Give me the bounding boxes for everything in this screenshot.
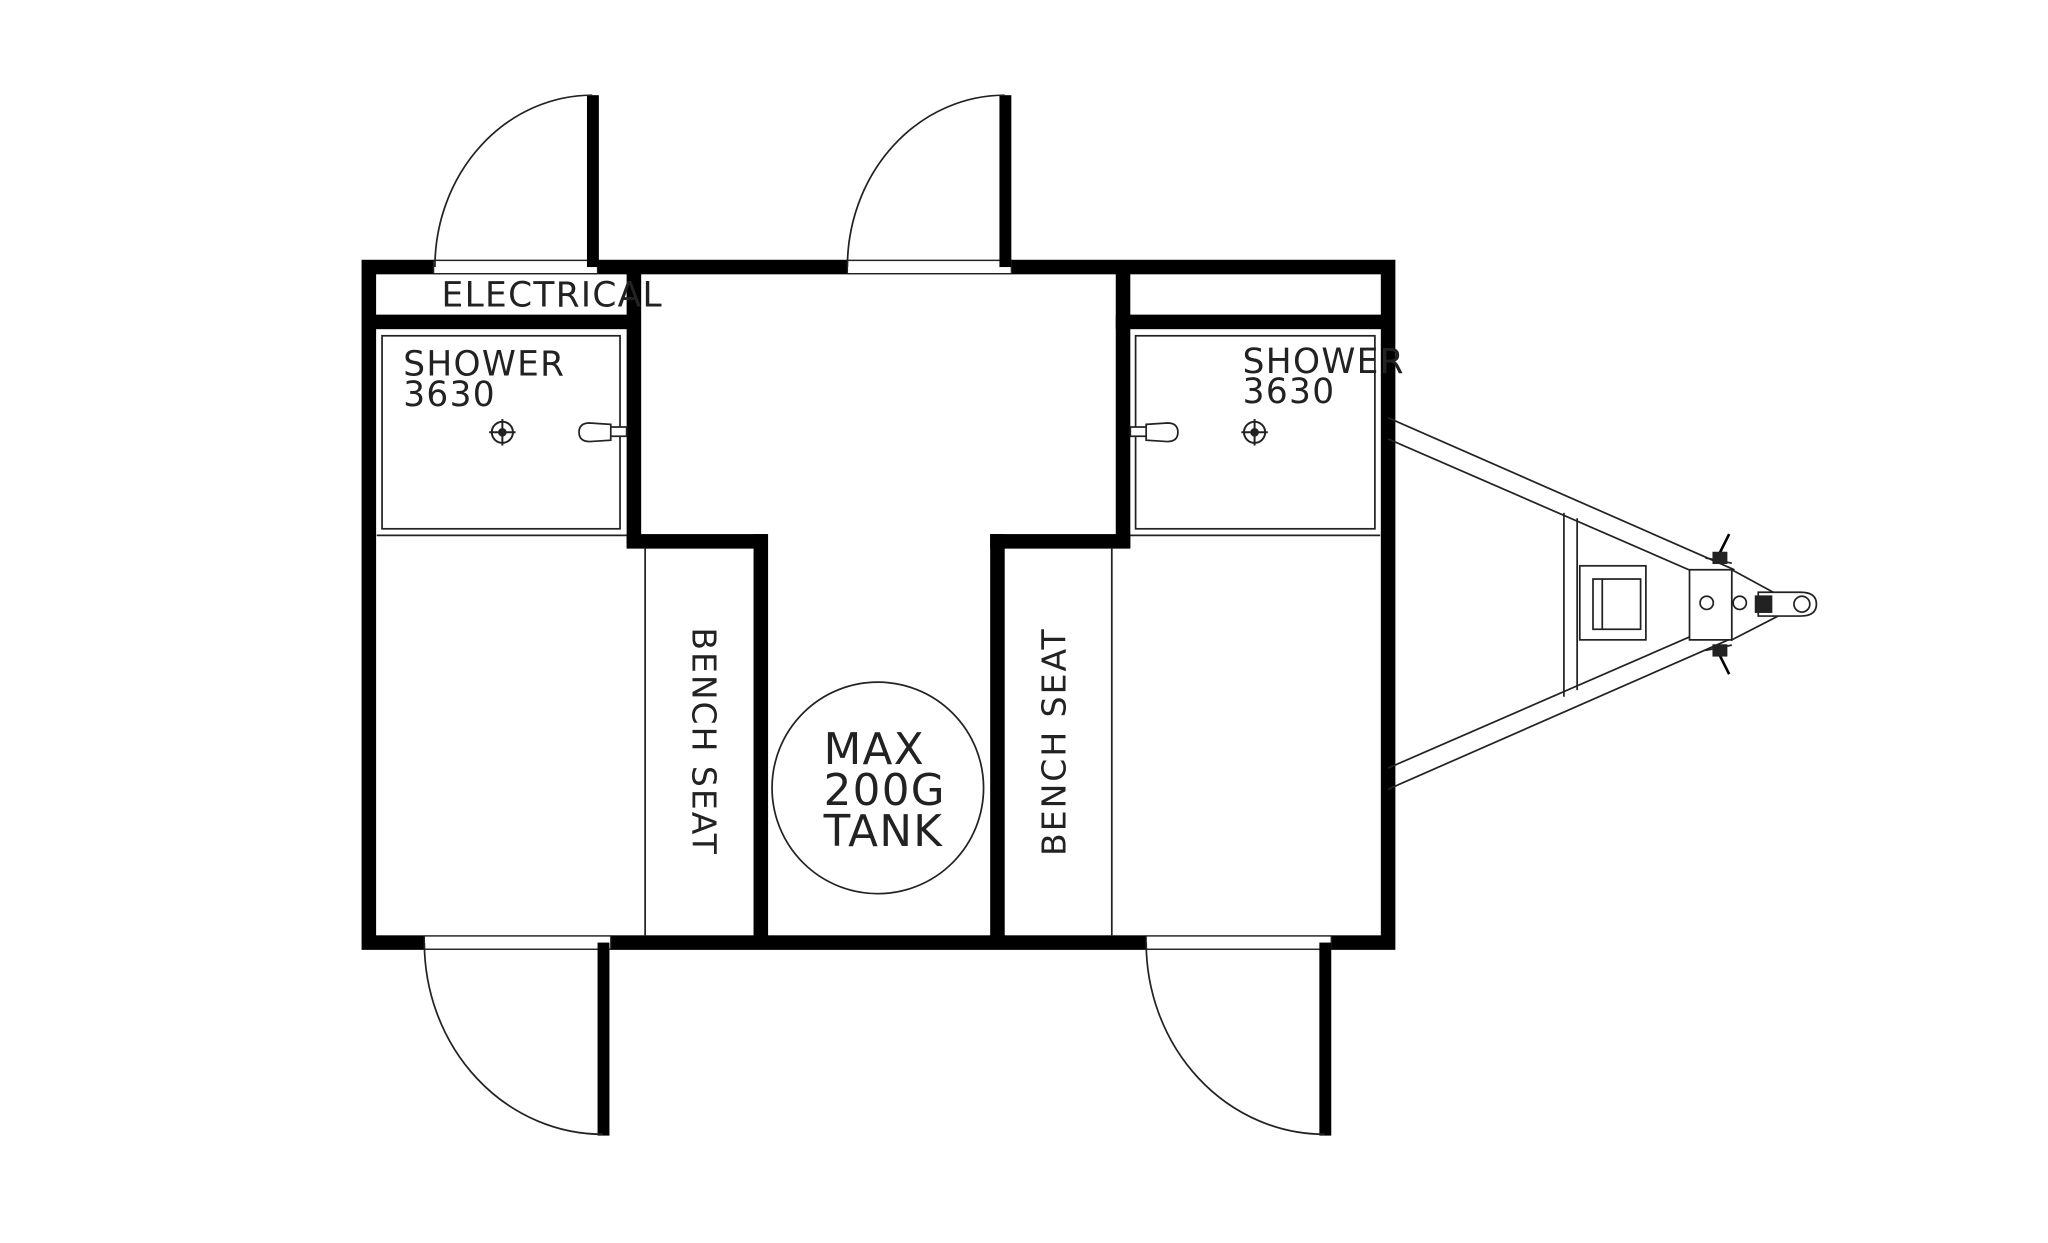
shower-right-label-line2: 3630	[1243, 372, 1336, 412]
shower-left-label-line1: SHOWER	[403, 344, 565, 384]
hitch-coupler-icon	[1688, 533, 1818, 675]
tank-label-line1: MAX	[824, 725, 925, 775]
jack-stand-icon	[1578, 564, 1647, 641]
trailer-tongue	[1387, 416, 1735, 791]
door-top-center	[846, 94, 1012, 268]
door-bottom-right	[1145, 942, 1332, 1136]
interior-walls	[368, 267, 1389, 943]
shower-head-icon	[1129, 422, 1179, 443]
shower-head-icon	[578, 422, 628, 443]
thin-interior-lines	[376, 534, 1381, 936]
shower-left-label-line2: 3630	[403, 375, 496, 415]
door-top-left	[434, 94, 599, 268]
drain-icon	[1241, 419, 1268, 446]
bench-seat-right-label: BENCH SEAT	[1035, 627, 1074, 856]
door-bottom-left	[423, 942, 610, 1136]
bench-seat-left-label: BENCH SEAT	[685, 627, 724, 856]
electrical-label: ELECTRICAL	[442, 276, 663, 316]
water-tank	[771, 681, 985, 895]
door-openings	[423, 259, 1332, 950]
shower-right-label-line1: SHOWER	[1243, 342, 1405, 382]
tank-label-line2: 200G	[824, 766, 946, 816]
tank-label-line3: TANK	[823, 807, 944, 857]
drain-icon	[489, 419, 516, 446]
